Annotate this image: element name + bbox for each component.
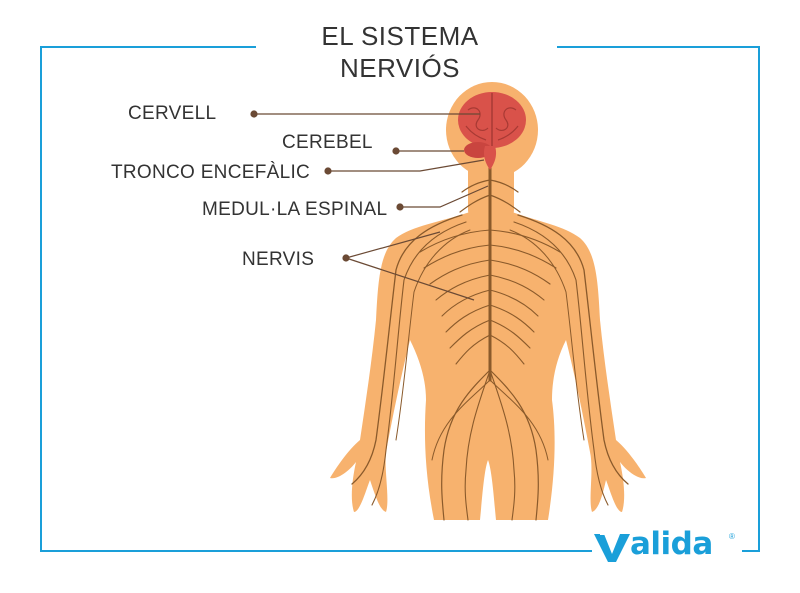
frame-top-right: [557, 46, 760, 48]
nerves: [351, 163, 629, 521]
logo-v-icon: [594, 533, 630, 562]
logo-registered-mark: ®: [729, 532, 735, 541]
title-line-2: NERVIÓS: [339, 53, 461, 83]
label-nervis: NERVIS: [242, 249, 315, 270]
brain: [458, 92, 526, 148]
frame-top-left: [40, 46, 256, 48]
label-cervell: CERVELL: [128, 103, 217, 124]
frame-bottom: [40, 550, 592, 552]
label-medulla-espinal: MEDUL·LA ESPINAL: [202, 199, 388, 220]
logo-text: alida: [630, 526, 713, 562]
label-cerebel: CEREBEL: [282, 132, 373, 153]
leader-lines: [250, 110, 489, 301]
valida-logo: alida ®: [592, 526, 742, 566]
frame-left: [40, 46, 42, 552]
title-line-1: EL SISTEMA: [321, 21, 479, 51]
frame-right: [758, 46, 760, 552]
frame-bottom-right: [742, 550, 760, 552]
brainstem: [483, 146, 497, 170]
diagram-title: EL SISTEMA NERVIÓS: [250, 20, 550, 84]
label-tronco-encefalic: TRONCO ENCEFÀLIC: [111, 162, 311, 183]
